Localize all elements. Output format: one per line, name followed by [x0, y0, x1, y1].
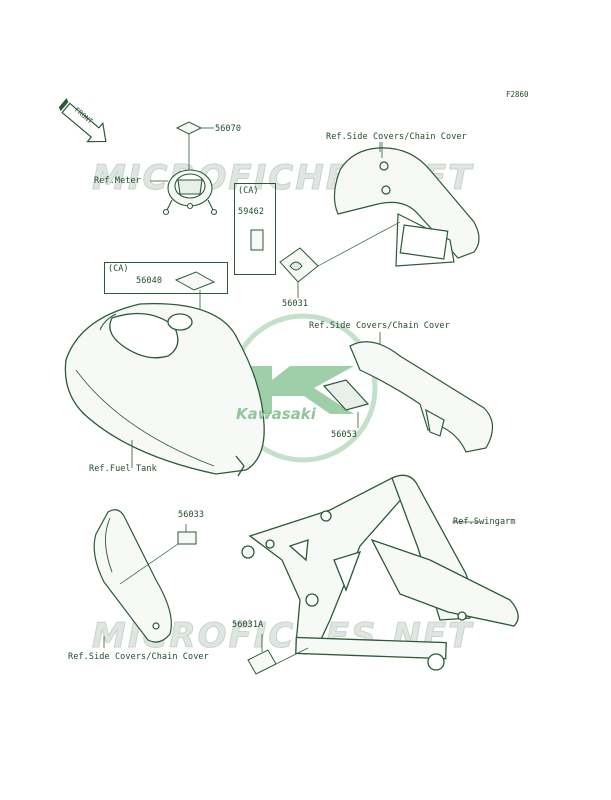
- fuel-tank-drawing: [64, 302, 265, 477]
- ref-side-covers-top: Ref.Side Covers/Chain Cover: [326, 132, 467, 142]
- side-cover-bottom-drawing: [93, 509, 172, 643]
- decal-56033: [119, 524, 197, 585]
- ca-label-1: (CA): [238, 186, 259, 196]
- part-56053: 56053: [331, 430, 358, 440]
- ref-fuel-tank: Ref.Fuel Tank: [89, 464, 157, 474]
- part-56040: 56040: [136, 276, 163, 286]
- figure-code: F2860: [506, 90, 529, 99]
- ca-box-56040: [104, 262, 228, 294]
- swingarm-drawing: [241, 474, 519, 671]
- front-arrow-icon: [58, 98, 107, 143]
- part-56031A: 56031A: [232, 620, 264, 630]
- decal-56031: [279, 221, 401, 298]
- part-59462: 59462: [238, 207, 265, 217]
- decal-56070: [175, 121, 214, 170]
- ref-meter: Ref.Meter: [94, 176, 141, 186]
- side-cover-mid-drawing: [322, 341, 494, 453]
- part-56033: 56033: [178, 510, 205, 520]
- meter-drawing: [150, 169, 218, 216]
- part-56031: 56031: [282, 299, 309, 309]
- ref-side-covers-bottom: Ref.Side Covers/Chain Cover: [68, 652, 209, 662]
- ca-label-2: (CA): [108, 264, 129, 274]
- ca-box-59462: [234, 183, 276, 275]
- side-cover-top-drawing: [333, 142, 480, 267]
- decal-59462: [250, 229, 264, 251]
- ref-side-covers-mid: Ref.Side Covers/Chain Cover: [309, 321, 450, 331]
- ref-swingarm: Ref.Swingarm: [453, 517, 516, 527]
- logo-text: Kawasaki: [236, 405, 316, 423]
- part-56070: 56070: [215, 124, 242, 134]
- decal-56031A: [247, 634, 309, 675]
